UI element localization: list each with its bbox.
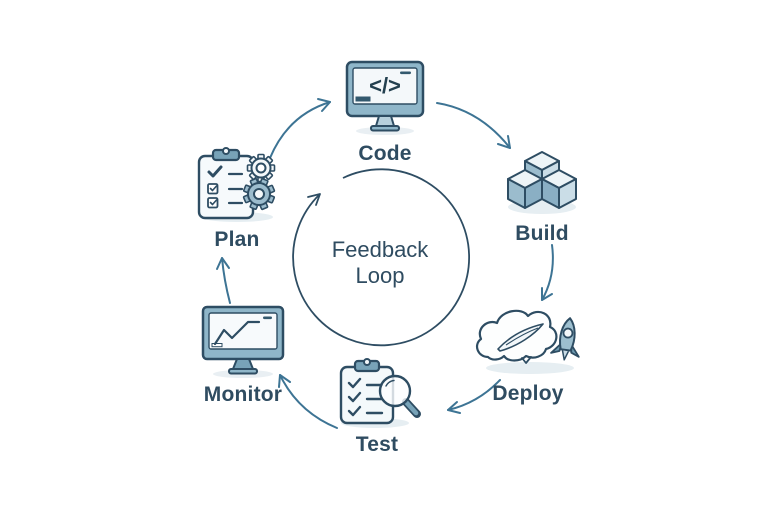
arrow-monitor-to-plan [216, 257, 231, 304]
feedback-loop-label: Feedback Loop [300, 237, 460, 289]
stage-label-deploy: Deploy [492, 382, 564, 405]
code-glyph: </> [369, 73, 401, 98]
cloud-rocket-icon [475, 309, 580, 374]
stacked-cubes-icon [507, 151, 577, 214]
magnifier-icon [378, 374, 421, 418]
clipboard-gears-icon [197, 147, 276, 222]
stage-label-plan: Plan [214, 228, 260, 251]
feedback-loop-label-line1: Feedback [331, 237, 429, 262]
rocket-icon [550, 317, 580, 361]
stage-test: Test [317, 355, 437, 457]
stage-label-monitor: Monitor [203, 383, 283, 406]
loop-arrowhead-icon [307, 193, 321, 206]
gear-icon [246, 153, 276, 183]
arrow-build-to-deploy [541, 244, 554, 301]
arrow-code-to-build [436, 102, 511, 149]
line-chart-glyph [213, 320, 261, 346]
stage-label-build: Build [515, 222, 569, 245]
stage-code: </> Code [325, 58, 445, 166]
stage-plan: Plan [177, 142, 297, 252]
stage-deploy: Deploy [468, 300, 588, 406]
checklist-magnifier-icon [339, 358, 421, 428]
chart-monitor-icon [201, 305, 285, 378]
stage-label-test: Test [355, 433, 399, 456]
stage-monitor: Monitor [183, 303, 303, 407]
code-monitor-icon: </> [345, 60, 425, 135]
stage-label-code: Code [358, 142, 412, 165]
gear-icon [242, 177, 276, 211]
feedback-loop-label-line2: Loop [355, 263, 405, 288]
stage-build: Build [482, 146, 602, 246]
